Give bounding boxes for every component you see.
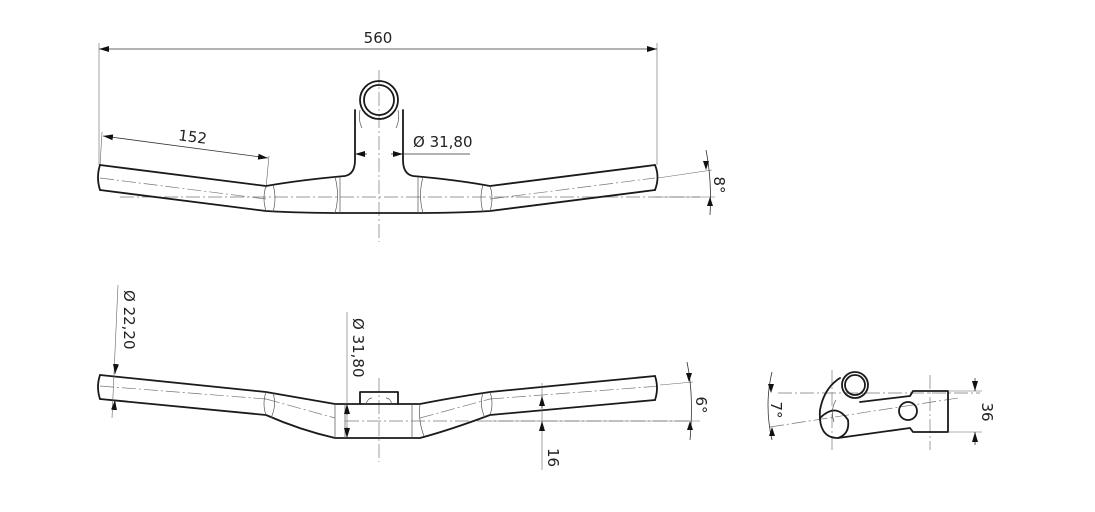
dimension-clamp-diameter-top: Ø 31,80 bbox=[355, 133, 473, 157]
dimension-upsweep-angle: 6° bbox=[659, 361, 710, 441]
label-clamp-diameter-front: Ø 31,80 bbox=[349, 318, 367, 378]
label-upsweep-angle: 6° bbox=[692, 396, 710, 413]
label-side-angle: 7° bbox=[767, 401, 785, 418]
side-view: 7° 36 bbox=[767, 370, 996, 450]
bar-outline-front bbox=[99, 374, 656, 439]
dimension-side-height: 36 bbox=[948, 378, 996, 445]
dimension-side-angle: 7° bbox=[767, 371, 785, 441]
label-overall-width: 560 bbox=[364, 29, 393, 47]
label-side-height: 36 bbox=[978, 402, 996, 421]
dimension-clamp-diameter-front: Ø 31,80 bbox=[344, 312, 367, 438]
dimension-end-segment: 152 bbox=[99, 126, 270, 189]
dimension-sweep-angle: 8° bbox=[655, 149, 728, 216]
bar-outline-top bbox=[99, 109, 656, 214]
label-rise: 16 bbox=[544, 448, 562, 467]
dimension-overall-width: 560 bbox=[98, 29, 658, 165]
label-end-segment: 152 bbox=[177, 126, 208, 148]
top-view: 560 152 bbox=[97, 29, 728, 242]
label-grip-diameter: Ø 22,20 bbox=[120, 290, 138, 350]
label-sweep-angle: 8° bbox=[710, 176, 728, 193]
label-clamp-diameter-top: Ø 31,80 bbox=[413, 133, 473, 151]
stem-side-outline bbox=[818, 377, 949, 439]
dimension-rise: 16 bbox=[490, 383, 700, 470]
front-view: Ø 22,20 Ø 31,80 16 6° bbox=[97, 284, 710, 470]
dimension-grip-diameter: Ø 22,20 bbox=[111, 284, 138, 419]
